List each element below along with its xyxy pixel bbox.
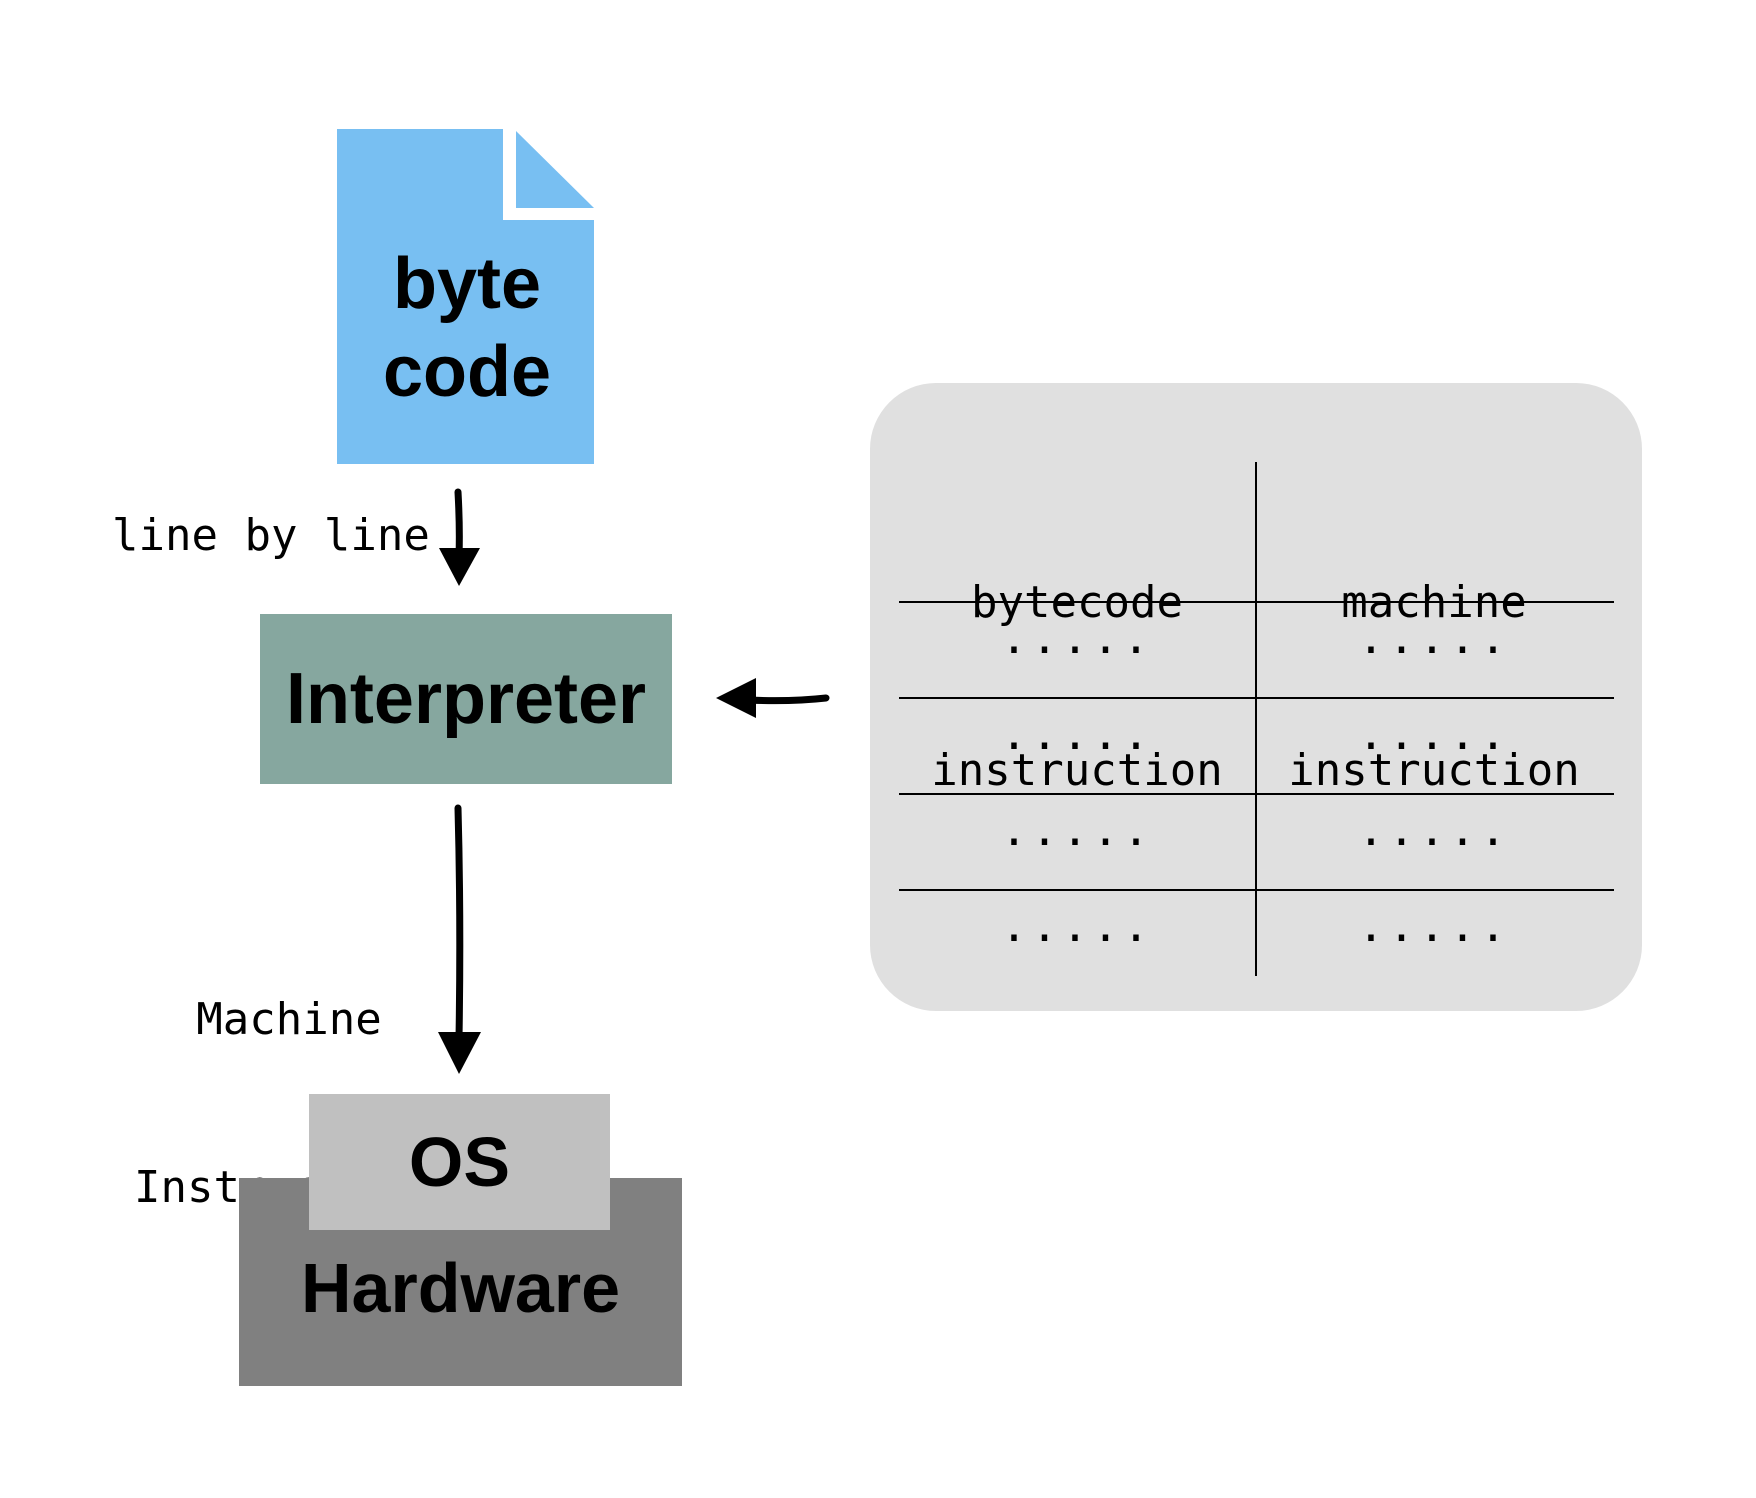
table-header-bytecode-instruction: bytecode instruction [899, 463, 1255, 796]
table-cell: ····· [1357, 624, 1511, 676]
table-header-line1: bytecode [971, 577, 1183, 628]
table-header-machine-instruction: machine instruction [1256, 463, 1612, 796]
bytecode-file-body [337, 129, 594, 464]
edge-label-line-by-line: line by line [112, 510, 430, 561]
bytecode-file-label-line2: code [382, 332, 552, 412]
table-cell: ····· [1357, 912, 1511, 964]
bytecode-file-label-line1: byte [392, 244, 542, 324]
table-cell: ····· [1000, 816, 1154, 868]
edge-label-machine-line1: Machine [196, 994, 382, 1045]
bytecode-file-label: byte code [338, 240, 596, 440]
bytecode-file-dog-ear [516, 131, 594, 208]
interpreter-box: Interpreter [260, 614, 672, 784]
table-cell: ····· [1000, 624, 1154, 676]
table-cell: ····· [1357, 720, 1511, 772]
table-cell: ····· [1357, 816, 1511, 868]
table-header-line1: machine [1341, 577, 1527, 628]
table-cell: ····· [1000, 912, 1154, 964]
table-header-line2: instruction [931, 745, 1223, 796]
os-box: OS [309, 1094, 610, 1230]
table-header-line2: instruction [1288, 745, 1580, 796]
table-cell: ····· [1000, 720, 1154, 772]
hardware-label: Hardware [300, 1249, 621, 1327]
